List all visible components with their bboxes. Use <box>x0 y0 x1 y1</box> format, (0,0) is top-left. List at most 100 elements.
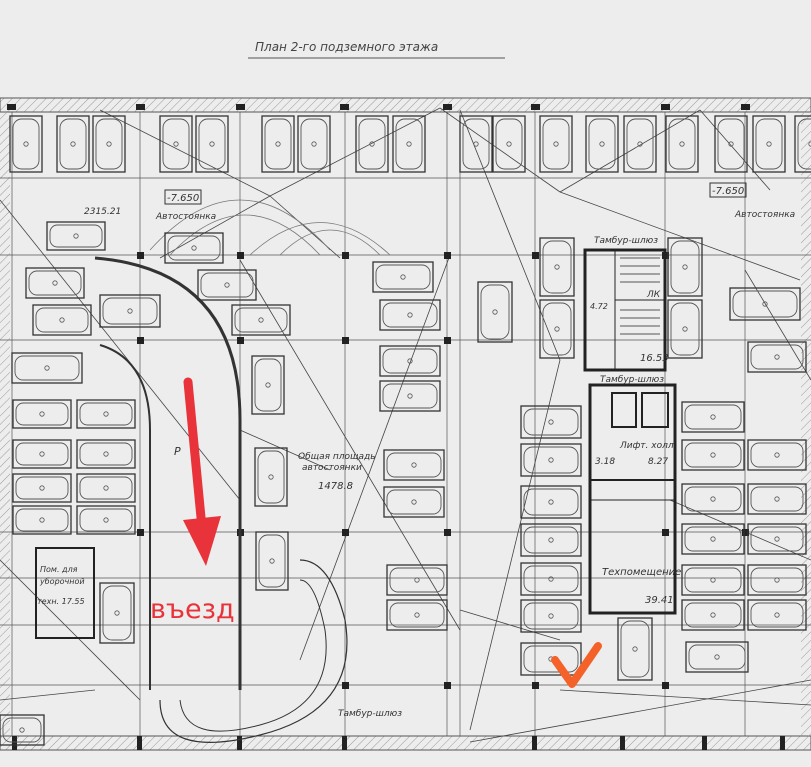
parking-space <box>747 523 807 555</box>
parking-space <box>667 299 703 359</box>
parking-space <box>617 617 653 681</box>
hall-area-line2: автостоянки <box>302 463 362 473</box>
parking-space <box>392 115 426 173</box>
parking-space <box>195 115 229 173</box>
parking-space <box>520 405 582 439</box>
arch-lines <box>149 199 391 256</box>
parking-space <box>9 115 43 173</box>
parking-space <box>685 641 749 673</box>
parking-space <box>355 115 389 173</box>
tech-room-area: 39.41 <box>645 595 674 606</box>
stair-code: ЛК <box>646 290 661 300</box>
parking-space <box>383 449 445 481</box>
hall-area-line1: Общая площадь <box>298 452 376 462</box>
plan-title: План 2-го подземного этажа <box>255 40 438 54</box>
parking-space <box>379 299 441 331</box>
parking-space <box>520 562 582 596</box>
parking-space <box>46 221 106 251</box>
parking-space <box>11 352 83 384</box>
parking-space <box>665 115 699 173</box>
parking-space <box>386 564 448 596</box>
storage-label-1: Пом. для <box>40 565 78 574</box>
outer-wall-left <box>0 112 10 736</box>
tech-room-label: Техпомещение <box>602 567 681 578</box>
parking-space <box>459 115 493 173</box>
parking-space <box>681 439 745 471</box>
parking-space <box>681 401 745 433</box>
entry-label: въезд <box>150 594 235 625</box>
parking-space <box>261 115 295 173</box>
outer-wall-top <box>0 97 811 113</box>
stair-area: 16.53 <box>640 353 669 364</box>
parking-space <box>520 523 582 557</box>
selected-space-checkmark <box>551 642 602 688</box>
parking-space <box>99 294 161 328</box>
entry-arrow <box>183 377 221 566</box>
parking-space <box>747 341 807 373</box>
parking-space <box>76 473 136 503</box>
parking-space <box>254 447 288 507</box>
parking-space <box>0 714 45 746</box>
ramp-mark: Р <box>174 445 181 458</box>
parking-space <box>379 345 441 377</box>
parking-space <box>747 439 807 471</box>
parking-space <box>56 115 90 173</box>
tambour-mid: Тамбур-шлюз <box>600 375 664 385</box>
parking-space <box>681 599 745 631</box>
parking-space <box>747 564 807 596</box>
parking-space <box>520 599 582 633</box>
parking-space <box>25 267 85 299</box>
parking-spaces <box>0 115 811 746</box>
parking-space <box>99 582 135 644</box>
parking-space <box>386 599 448 631</box>
outer-wall-right <box>801 112 811 736</box>
storage-room <box>35 547 95 639</box>
parking-space <box>297 115 331 173</box>
room-labels: -7.650 -7.650 2315.21 Автостоянка Автост… <box>37 182 795 719</box>
stair-small-area: 4.72 <box>590 302 608 311</box>
level-mark-left: -7.650 <box>167 193 199 204</box>
parking-space <box>76 439 136 469</box>
parking-space <box>539 115 573 173</box>
parking-space <box>681 564 745 596</box>
area-top-left: 2315.21 <box>84 207 121 217</box>
lift-left-area: 3.18 <box>595 457 615 467</box>
parking-space <box>585 115 619 173</box>
storage-label-2: уборочной <box>39 577 85 586</box>
parking-space <box>379 380 441 412</box>
parking-space <box>92 115 126 173</box>
parking-space <box>251 355 285 415</box>
hall-area-value: 1478.8 <box>318 481 353 492</box>
parking-space <box>520 485 582 519</box>
parking-space <box>159 115 193 173</box>
parking-space <box>752 115 786 173</box>
storage-label-3: техн. 17.55 <box>37 597 85 606</box>
tambour-bottom: Тамбур-шлюз <box>338 709 402 719</box>
parking-space <box>383 486 445 518</box>
parking-space <box>76 399 136 429</box>
parking-label-left: Автостоянка <box>155 212 216 222</box>
entry-ramp <box>94 256 348 743</box>
parking-space <box>747 483 807 515</box>
level-mark-right: -7.650 <box>712 186 744 197</box>
parking-space <box>255 531 289 591</box>
parking-space <box>372 261 434 293</box>
outer-wall-bottom <box>0 735 811 751</box>
parking-space <box>714 115 748 173</box>
parking-space <box>681 483 745 515</box>
core-block <box>583 248 677 615</box>
parking-space <box>477 281 513 343</box>
lift-hall-label: Лифт. холл <box>619 441 674 451</box>
parking-space <box>747 599 807 631</box>
parking-space <box>12 473 72 503</box>
parking-space <box>623 115 657 173</box>
parking-space <box>492 115 526 173</box>
parking-space <box>667 237 703 297</box>
parking-space <box>164 232 224 264</box>
parking-space <box>520 642 582 676</box>
parking-space <box>681 523 745 555</box>
parking-space <box>32 304 92 336</box>
parking-space <box>12 399 72 429</box>
parking-space <box>197 269 257 301</box>
